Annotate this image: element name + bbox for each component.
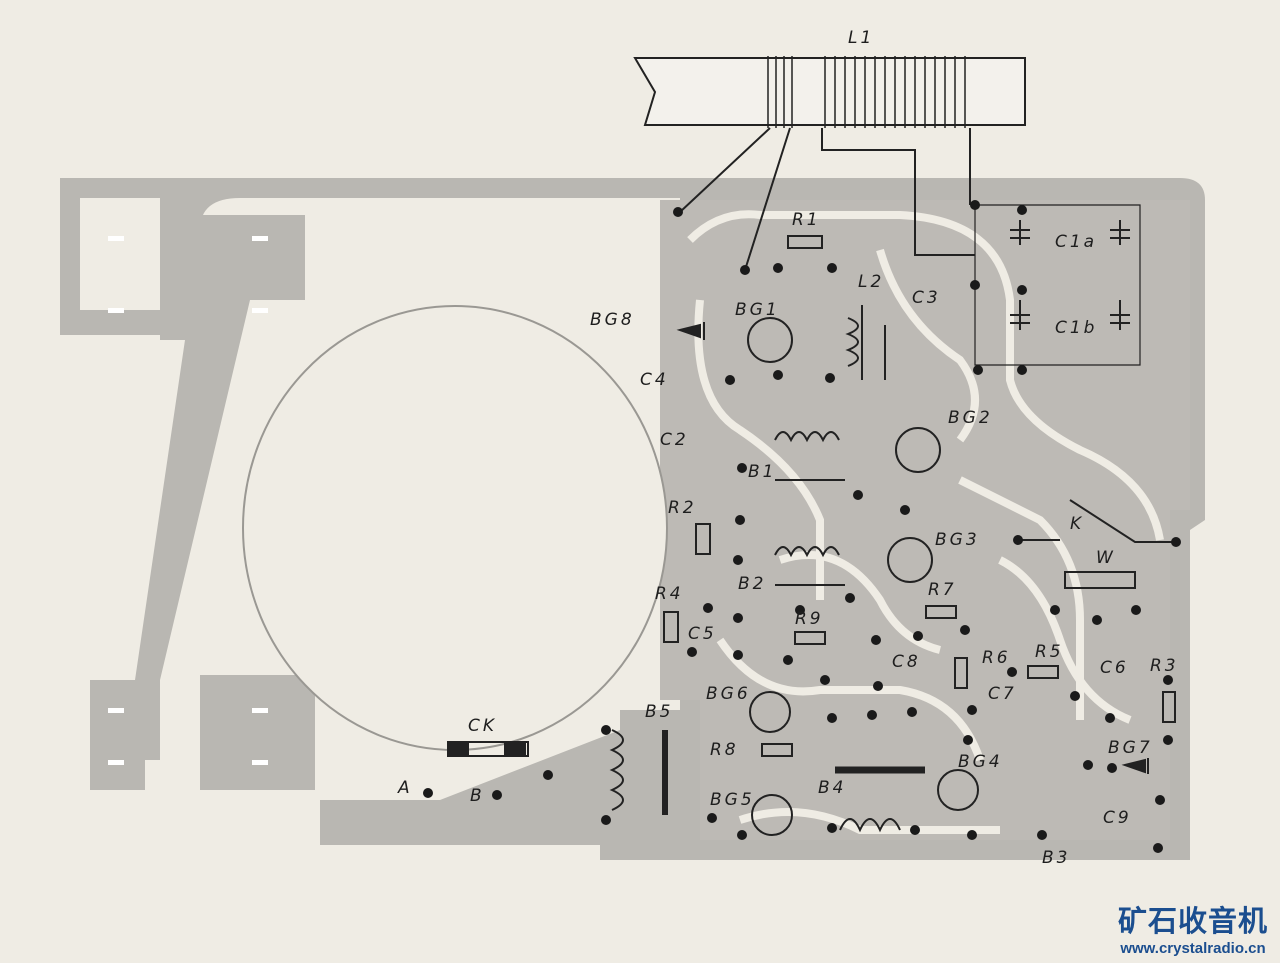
diode-bg8: [676, 322, 705, 340]
ferrite-antenna-l1: [633, 56, 1026, 271]
transistor-bg1: [747, 317, 793, 363]
label-r6: R6: [982, 648, 1011, 668]
label-c1b: C1b: [1055, 318, 1098, 338]
resistor-r1: [787, 235, 823, 249]
coil-b4: [839, 818, 901, 833]
label-bg1: BG1: [735, 300, 780, 320]
transistor-bg5: [751, 794, 793, 836]
label-b4: B4: [818, 778, 847, 798]
label-c6: C6: [1100, 658, 1129, 678]
label-bg6: BG6: [706, 684, 751, 704]
label-l1: L1: [848, 28, 875, 48]
label-c3: C3: [912, 288, 941, 308]
label-bg5: BG5: [710, 790, 755, 810]
label-c8: C8: [892, 652, 921, 672]
resistor-r4: [663, 611, 679, 643]
pcb-trace-gaps: [687, 210, 1164, 834]
mount-slot: [252, 236, 268, 241]
label-r3: R3: [1150, 656, 1179, 676]
transistor-bg4: [937, 769, 979, 811]
watermark-url: www.crystalradio.cn: [1120, 940, 1266, 957]
transistor-bg6: [749, 691, 791, 733]
label-c7: C7: [988, 684, 1017, 704]
label-c5: C5: [688, 624, 717, 644]
label-c1a: C1a: [1055, 232, 1098, 252]
transistor-bg2: [895, 427, 941, 473]
label-w: W: [1096, 548, 1116, 568]
components: [447, 204, 1176, 836]
transistor-bg3: [887, 537, 933, 583]
label-bg4: BG4: [958, 752, 1003, 772]
label-b1: B1: [748, 462, 777, 482]
label-ck: CK: [468, 716, 498, 736]
transformer-b1: [774, 431, 845, 481]
label-b5: B5: [645, 702, 674, 722]
mount-slot: [108, 760, 124, 765]
label-r7: R7: [928, 580, 957, 600]
label-bg8: BG8: [590, 310, 635, 330]
solder-pads: [423, 200, 1181, 853]
coil-l2: [845, 305, 886, 380]
mount-slot: [252, 308, 268, 313]
watermark: 矿石收音机 www.crystalradio.cn: [1118, 898, 1268, 957]
resistor-r2: [695, 523, 711, 555]
mount-slot: [108, 308, 124, 313]
resistor-r8: [761, 743, 793, 757]
label-bg2: BG2: [948, 408, 993, 428]
pcb-copper-traces: [60, 178, 1205, 860]
label-bg3: BG3: [935, 530, 980, 550]
resistor-r9: [794, 631, 826, 645]
capacitor-c1a: [1010, 220, 1130, 245]
mount-slot: [108, 236, 124, 241]
label-r2: R2: [668, 498, 697, 518]
label-r4: R4: [655, 584, 684, 604]
coil-b5: [609, 729, 624, 811]
label-c9: C9: [1103, 808, 1132, 828]
resistor-r6: [954, 657, 968, 689]
transformer-b2: [774, 546, 845, 586]
capacitor-c1b: [1010, 300, 1130, 330]
resistor-r3: [1162, 691, 1176, 723]
potentiometer-w: [1064, 571, 1136, 589]
label-r9: R9: [795, 609, 824, 629]
label-a: A: [398, 778, 413, 798]
mount-slot: [252, 708, 268, 713]
mount-slot: [108, 708, 124, 713]
diode-bg7: [1121, 758, 1149, 774]
label-b: B: [470, 786, 485, 806]
label-r8: R8: [710, 740, 739, 760]
label-k: K: [1070, 514, 1085, 534]
label-b2: B2: [738, 574, 767, 594]
label-r1: R1: [792, 210, 821, 230]
label-c4: C4: [640, 370, 669, 390]
label-b3: B3: [1042, 848, 1071, 868]
speaker-outline: [242, 305, 668, 751]
resistor-r7: [925, 605, 957, 619]
mount-slot: [252, 760, 268, 765]
label-r5: R5: [1035, 642, 1064, 662]
label-bg7: BG7: [1108, 738, 1153, 758]
watermark-name: 矿石收音机: [1117, 904, 1268, 938]
resistor-r5: [1027, 665, 1059, 679]
label-c2: C2: [660, 430, 689, 450]
label-l2: L2: [858, 272, 885, 292]
